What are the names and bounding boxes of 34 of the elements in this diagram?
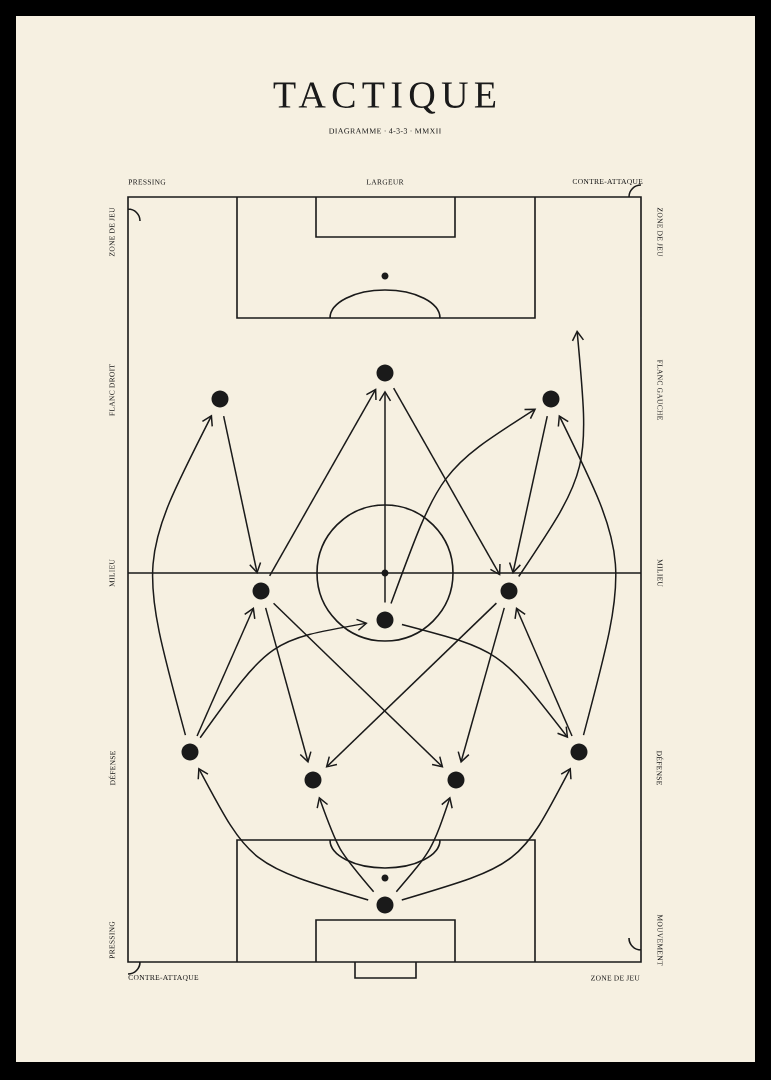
arrow [264,607,312,764]
arrow [395,796,453,893]
arrow [325,602,498,768]
subtitle: DIAGRAMME · 4-3-3 · MMXII [328,128,441,134]
arrow [151,414,213,736]
arrow [197,767,369,901]
arrow [316,796,375,893]
player-dot [542,390,560,408]
arrow [392,387,501,576]
player-dot [447,771,465,789]
arrow [457,607,505,764]
title: TACTIQUE [273,82,496,114]
player-dot [570,743,588,761]
player-dot [500,582,518,600]
arrow [222,415,262,574]
player-dot [376,364,394,382]
arrow [508,415,548,574]
player-dot [304,771,322,789]
arrow [401,623,569,739]
arrow [378,390,392,604]
arrow [390,408,537,605]
player-dot [376,611,394,629]
arrow [514,607,573,737]
arrow [196,607,256,737]
arrow [518,330,585,578]
player-dot [181,743,199,761]
arrow [272,602,444,768]
player-dot [252,582,270,600]
arrow [268,388,377,577]
arrow [401,767,572,901]
player-dot [211,390,229,408]
arrow [199,618,368,739]
player-dot [376,896,394,914]
arrow [557,414,617,736]
